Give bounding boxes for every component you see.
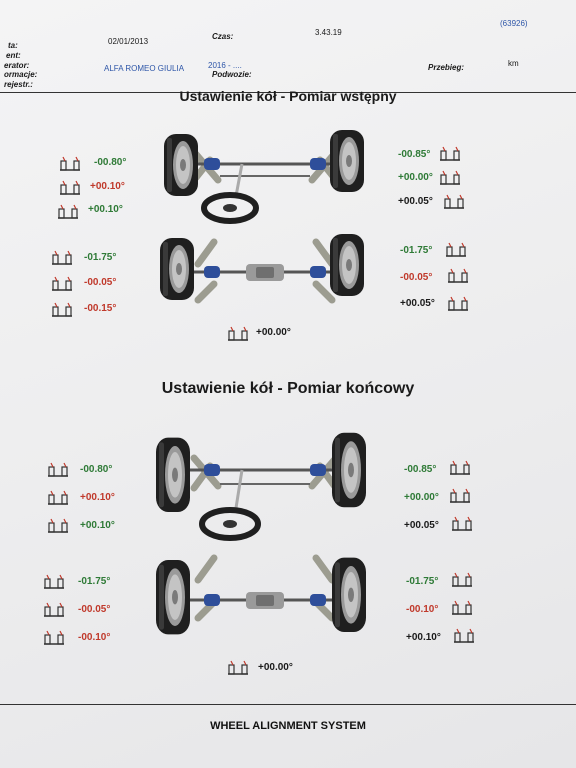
mileage-unit: km [508, 59, 519, 68]
section-title-final: Ustawienie kół - Pomiar końcowy [161, 380, 415, 397]
rear-right-caster-initial: -00.05° [400, 272, 433, 283]
caster-icon [451, 600, 473, 615]
software-version: 3.43.19 [315, 28, 342, 37]
caster-icon [59, 180, 81, 195]
camber-icon [451, 572, 473, 587]
front-right-caster-initial: +00.00° [398, 172, 433, 183]
footer-divider [0, 704, 576, 705]
rear-right-camber-final: -01.75° [406, 576, 439, 587]
rear-right-toe-final: +00.10° [406, 632, 441, 643]
rear-left-toe-final: -00.10° [78, 632, 111, 643]
vehicle-axle-diagram [156, 432, 366, 635]
header-label-info: ormacje: [4, 70, 38, 79]
camber-icon [449, 460, 471, 475]
report-date: 02/01/2013 [108, 37, 149, 46]
caster-icon [47, 490, 69, 505]
rear-right-camber-initial: -01.75° [400, 245, 433, 256]
front-left-toe-initial: +00.10° [88, 204, 123, 215]
camber-icon [47, 462, 69, 477]
camber-icon [43, 574, 65, 589]
thrust-angle-icon [227, 326, 249, 341]
rear-left-caster-final: -00.05° [78, 604, 111, 615]
rear-right-toe-initial: +00.05° [400, 298, 435, 309]
vehicle-year: 2016 - .... [208, 61, 242, 70]
header-label-operator: erator: [4, 61, 30, 70]
caster-icon [43, 602, 65, 617]
caster-icon [447, 268, 469, 283]
header-label-registration: rejestr.: [4, 80, 33, 89]
toe-icon [51, 302, 73, 317]
toe-icon [451, 516, 473, 531]
mileage-label: Przebieg: [428, 63, 465, 72]
front-right-camber-final: -00.85° [404, 464, 437, 475]
rear-left-caster-initial: -00.05° [84, 277, 117, 288]
toe-icon [443, 194, 465, 209]
caster-icon [449, 488, 471, 503]
time-label: Czas: [212, 32, 234, 41]
front-right-toe-final: +00.05° [404, 520, 439, 531]
front-left-camber-final: -00.80° [80, 464, 113, 475]
rear-left-toe-initial: -00.15° [84, 303, 117, 314]
rear-right-caster-final: -00.10° [406, 604, 439, 615]
vehicle-model: ALFA ROMEO GIULIA [104, 64, 185, 73]
thrust-angle-final: +00.00° [258, 662, 293, 673]
front-right-camber-initial: -00.85° [398, 149, 431, 160]
camber-icon [445, 242, 467, 257]
rear-left-camber-initial: -01.75° [84, 252, 117, 263]
chassis-label: Podwozie: [212, 70, 252, 79]
header-label-date: ta: [8, 41, 18, 50]
front-right-caster-final: +00.00° [404, 492, 439, 503]
footer-system-name: WHEEL ALIGNMENT SYSTEM [210, 720, 366, 732]
vehicle-axle-diagram [160, 130, 364, 304]
front-left-toe-final: +00.10° [80, 520, 115, 531]
rear-left-camber-final: -01.75° [78, 576, 111, 587]
front-right-toe-initial: +00.05° [398, 196, 433, 207]
toe-icon [453, 628, 475, 643]
header-label-client: ent: [6, 51, 21, 60]
toe-icon [47, 518, 69, 533]
camber-icon [59, 156, 81, 171]
camber-icon [439, 146, 461, 161]
caster-icon [51, 276, 73, 291]
header-divider [0, 92, 576, 93]
thrust-angle-icon [227, 660, 249, 675]
thrust-angle-initial: +00.00° [256, 327, 291, 338]
caster-icon [439, 170, 461, 185]
toe-icon [447, 296, 469, 311]
front-left-caster-final: +00.10° [80, 492, 115, 503]
front-left-camber-initial: -00.80° [94, 157, 127, 168]
front-left-caster-initial: +00.10° [90, 181, 125, 192]
report-reference: (63926) [500, 19, 528, 28]
camber-icon [51, 250, 73, 265]
toe-icon [57, 204, 79, 219]
section-title-initial: Ustawienie kół - Pomiar wstępny [179, 88, 397, 104]
toe-icon [43, 630, 65, 645]
